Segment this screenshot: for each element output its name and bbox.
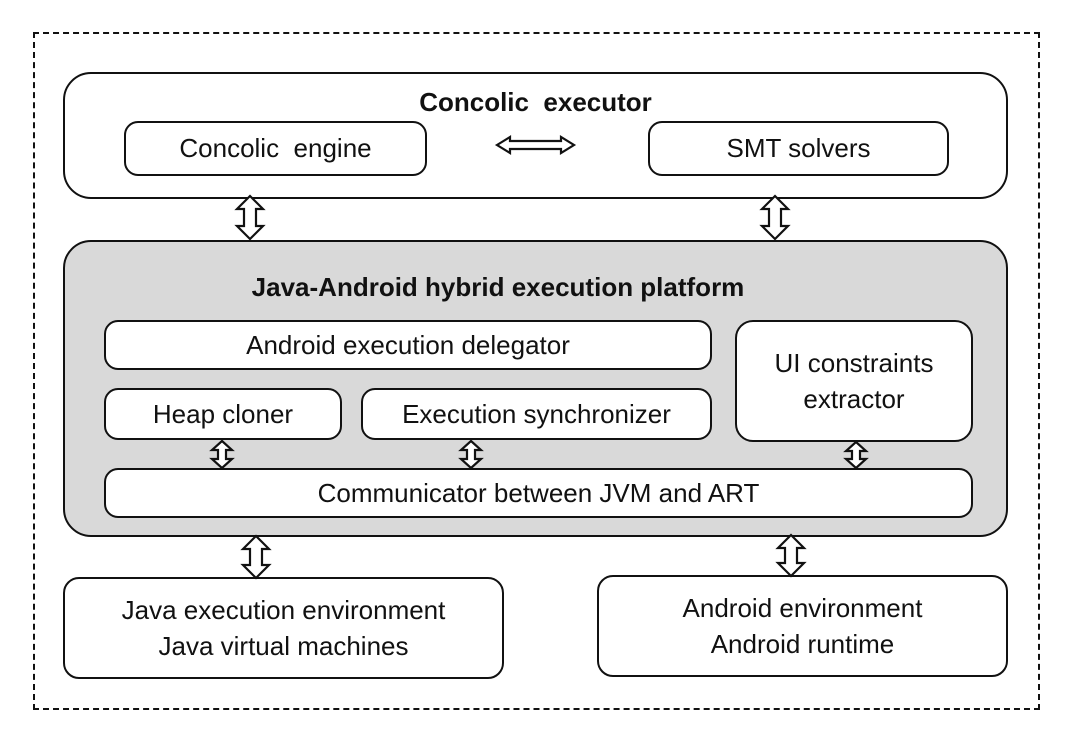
heap-cloner-label: Heap cloner (152, 398, 294, 429)
hybrid-platform-title: Java-Android hybrid execution platform (251, 272, 745, 302)
heap-cloner-communicator-arrow (209, 439, 235, 470)
synchronizer-communicator-arrow (458, 439, 484, 470)
executor-platform-right-arrow (759, 194, 791, 241)
android-execution-delegator-label: Android execution delegator (246, 329, 570, 360)
communicator-label: Communicator between JVM and ART (317, 477, 760, 508)
execution-synchronizer-label: Execution synchronizer (402, 398, 671, 429)
android-env-line2: Android runtime (710, 629, 895, 659)
android-execution-delegator-box: Android execution delegator (104, 320, 712, 370)
heap-cloner-box: Heap cloner (104, 388, 342, 440)
android-env-line1: Android environment (682, 592, 923, 623)
concolic-executor-title: Concolic executor (419, 87, 652, 117)
java-env-line2: Java virtual machines (158, 631, 409, 661)
ui-constraints-extractor-box: UI constraints extractor (735, 320, 973, 442)
communicator-box: Communicator between JVM and ART (104, 468, 973, 518)
engine-solver-double-arrow (494, 135, 577, 155)
java-execution-environment-box: Java execution environment Java virtual … (63, 577, 504, 679)
ui-constraints-extractor-line1: UI constraints (774, 347, 934, 378)
execution-synchronizer-box: Execution synchronizer (361, 388, 712, 440)
android-environment-box: Android environment Android runtime (597, 575, 1008, 677)
platform-java-env-arrow (240, 534, 272, 580)
system-boundary (33, 32, 1040, 710)
smt-solvers-label: SMT solvers (726, 133, 871, 164)
concolic-engine-box: Concolic engine (124, 121, 427, 176)
java-env-line1: Java execution environment (121, 594, 446, 625)
smt-solvers-box: SMT solvers (648, 121, 949, 176)
ui-extractor-communicator-arrow (843, 440, 869, 470)
concolic-engine-label: Concolic engine (179, 133, 372, 164)
executor-platform-left-arrow (234, 194, 266, 241)
ui-constraints-extractor-line2: extractor (803, 384, 905, 414)
platform-android-env-arrow (775, 533, 807, 578)
